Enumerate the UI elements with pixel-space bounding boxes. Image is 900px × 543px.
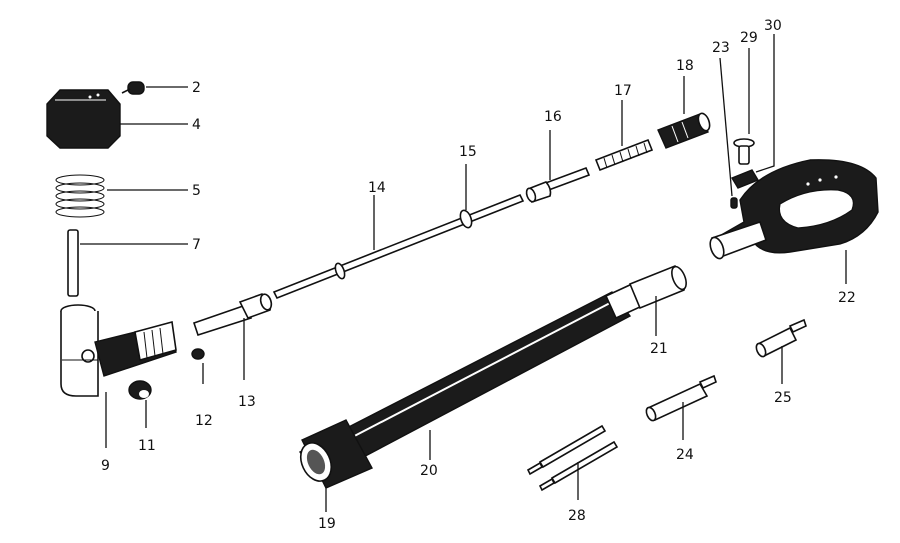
part-9-elbow-body <box>60 304 177 397</box>
label-21: 21 <box>650 341 668 357</box>
part-15-washer <box>459 209 473 229</box>
label-2: 2 <box>192 80 201 96</box>
part-28-pins <box>526 424 619 492</box>
label-9: 9 <box>101 458 110 474</box>
part-20-main-tube <box>298 265 687 489</box>
label-13: 13 <box>238 394 256 410</box>
label-23: 23 <box>712 40 730 56</box>
label-7: 7 <box>192 237 201 253</box>
part-30-block <box>730 169 760 189</box>
leader-23 <box>719 57 733 197</box>
part-24-pin <box>645 374 717 422</box>
label-30: 30 <box>764 18 782 34</box>
part-13-pushrod <box>192 293 273 337</box>
label-17: 17 <box>614 83 632 99</box>
label-5: 5 <box>192 183 201 199</box>
label-4: 4 <box>192 117 201 133</box>
part-17-spring <box>594 138 654 172</box>
label-15: 15 <box>459 144 477 160</box>
part-14-rod <box>272 193 525 300</box>
label-28: 28 <box>568 508 586 524</box>
label-25: 25 <box>774 390 792 406</box>
label-22: 22 <box>838 290 856 306</box>
label-29: 29 <box>740 30 758 46</box>
part-2-screw <box>121 81 145 95</box>
part-23-pin <box>730 197 738 209</box>
label-20: 20 <box>420 463 438 479</box>
part-12-screw <box>191 348 205 360</box>
part-11-knob <box>128 380 152 400</box>
label-18: 18 <box>676 58 694 74</box>
part-16-rod <box>525 166 591 204</box>
label-12: 12 <box>195 413 213 429</box>
label-16: 16 <box>544 109 562 125</box>
part-18-plug <box>657 112 711 149</box>
part-7-pin <box>67 229 79 297</box>
label-19: 19 <box>318 516 336 532</box>
label-11: 11 <box>138 438 156 454</box>
part-22-housing <box>709 159 879 260</box>
leader-30 <box>755 34 775 173</box>
label-14: 14 <box>368 180 386 196</box>
part-29-bolt <box>733 138 755 165</box>
part-4-cap <box>46 89 121 149</box>
label-24: 24 <box>676 447 694 463</box>
part-5-spring <box>55 174 105 218</box>
part-25-stud <box>755 318 807 358</box>
